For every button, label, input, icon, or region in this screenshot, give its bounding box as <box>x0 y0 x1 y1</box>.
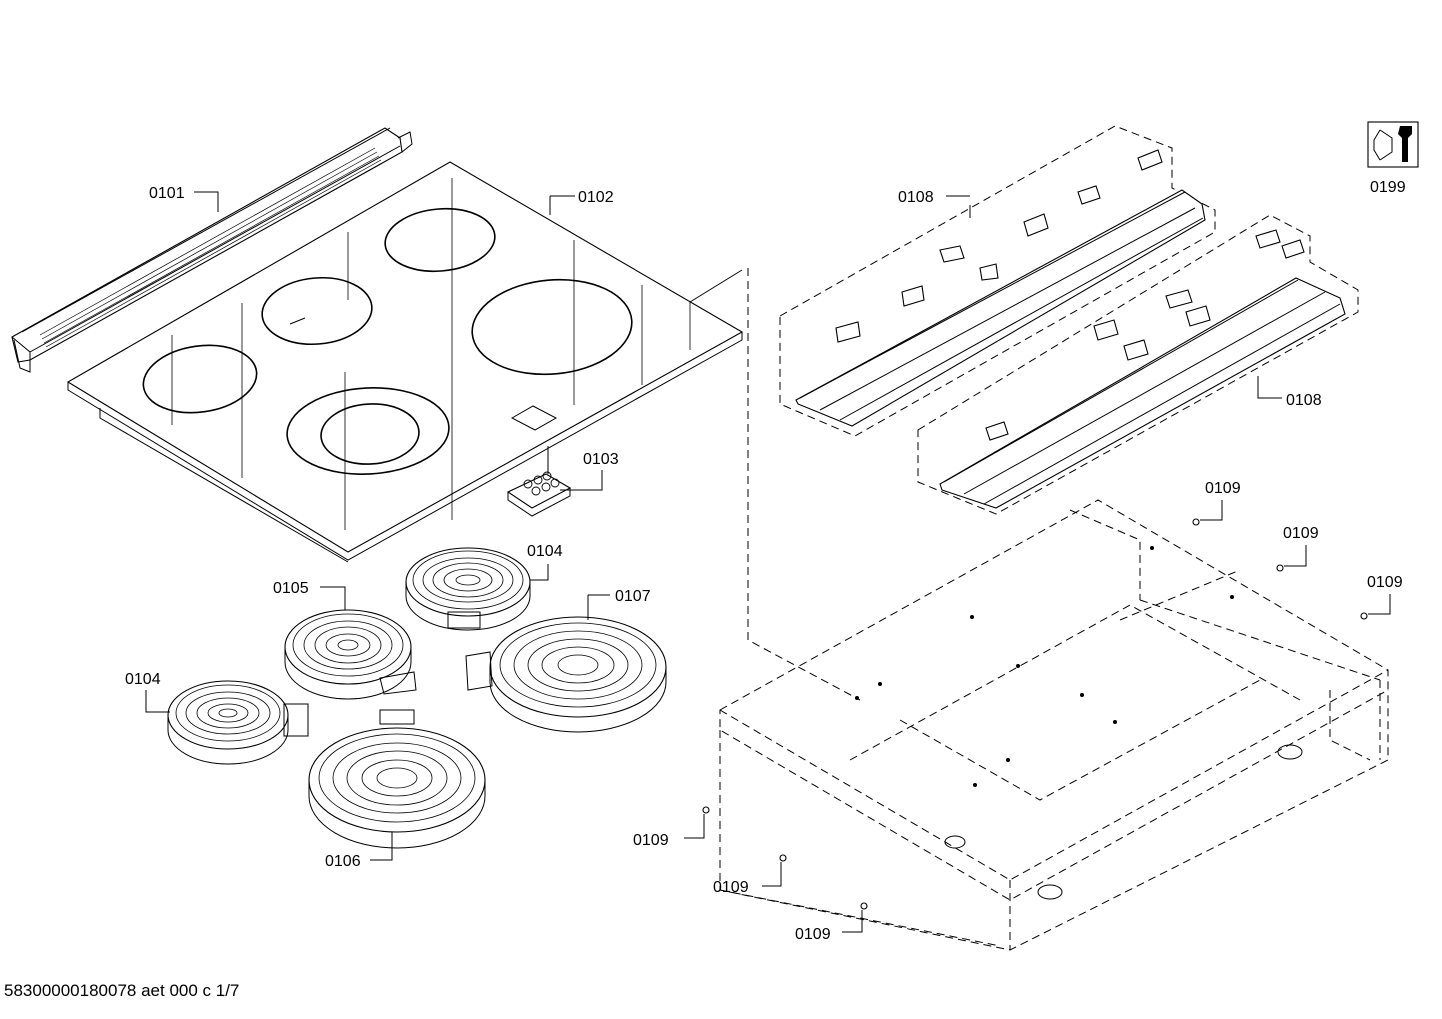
part-0107-element-large <box>465 594 667 733</box>
callout-0108-upper: 0108 <box>898 189 934 206</box>
callout-0102: 0102 <box>578 189 614 206</box>
part-0108-rail-lower <box>917 214 1359 515</box>
part-0109-screws <box>684 500 1391 933</box>
callout-0104-lower: 0104 <box>125 671 161 688</box>
part-0104-element-upper <box>405 547 549 631</box>
callout-0109-a: 0109 <box>1205 480 1241 497</box>
callout-0109-c: 0109 <box>1367 574 1403 591</box>
service-wrench-icon <box>1367 121 1419 168</box>
part-0106-element-large <box>308 709 486 861</box>
callout-0199: 0199 <box>1370 179 1406 196</box>
bottom-frame <box>719 499 1389 951</box>
callout-0105: 0105 <box>273 580 309 597</box>
callout-0109-b: 0109 <box>1283 525 1319 542</box>
callout-0106: 0106 <box>325 853 361 870</box>
part-0101-vent-trim <box>11 127 413 373</box>
part-0105-element <box>284 586 417 700</box>
callout-0103: 0103 <box>583 451 619 468</box>
callout-0104-upper: 0104 <box>527 543 563 560</box>
reference-line <box>747 268 861 701</box>
callout-0101: 0101 <box>149 185 185 202</box>
callout-0109-f: 0109 <box>795 926 831 943</box>
part-0102-glass-cooktop <box>66 161 744 563</box>
part-0103-terminal-block <box>506 446 603 517</box>
part-0104-element-lower <box>145 680 309 765</box>
part-0108-rail-upper <box>779 125 1216 437</box>
callout-0108-lower: 0108 <box>1286 392 1322 409</box>
callout-0107: 0107 <box>615 588 651 605</box>
callout-0109-d: 0109 <box>633 832 669 849</box>
rail-clips <box>835 149 1305 441</box>
leader-0101 <box>194 191 219 212</box>
drawing-reference-footer: 58300000180078 aet 000 c 1/7 <box>4 981 240 1000</box>
callout-0109-e: 0109 <box>713 879 749 896</box>
